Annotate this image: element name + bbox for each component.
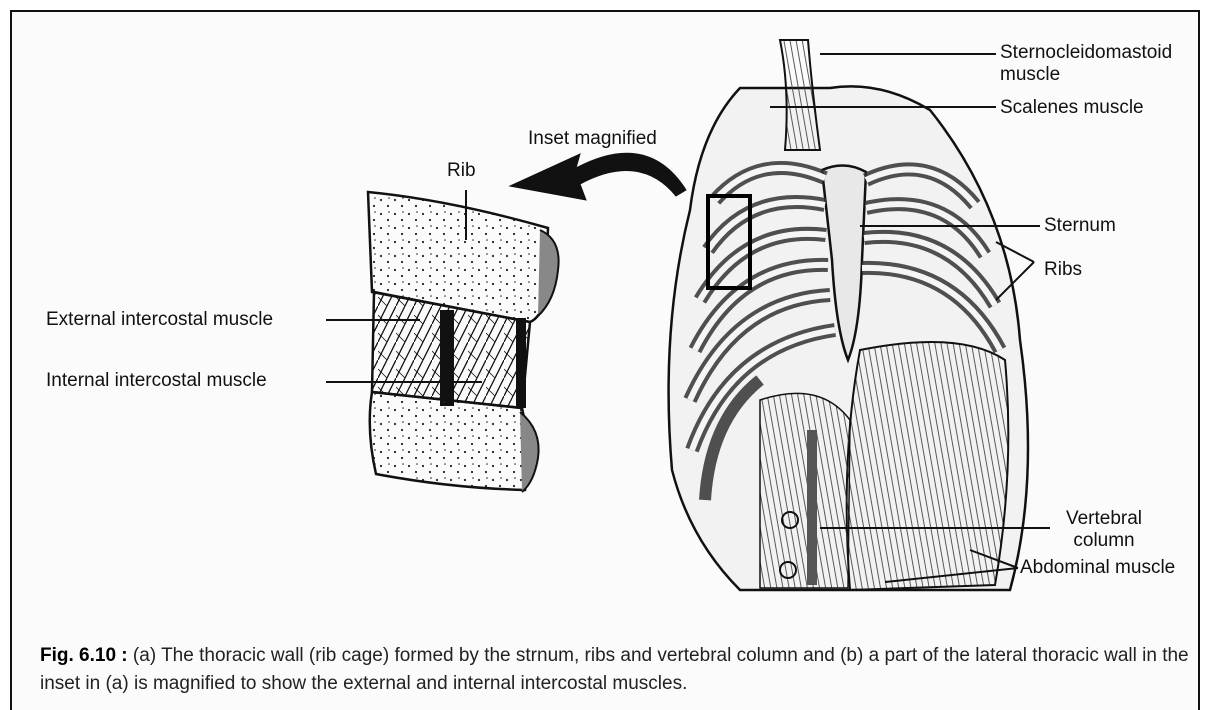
- label-scalenes: Scalenes muscle: [1000, 97, 1144, 119]
- inset-arrow: [510, 153, 686, 200]
- label-rib: Rib: [447, 160, 476, 182]
- rib-cage-drawing: [669, 40, 1028, 590]
- figure-caption: Fig. 6.10 : (a) The thoracic wall (rib c…: [40, 642, 1190, 698]
- label-vertebral-column: Vertebral column: [1054, 508, 1154, 552]
- caption-number: Fig. 6.10 :: [40, 645, 128, 666]
- label-internal-intercostal: Internal intercostal muscle: [46, 370, 267, 392]
- label-ribs: Ribs: [1044, 259, 1082, 281]
- label-external-intercostal: External intercostal muscle: [46, 309, 273, 331]
- label-abdominal-muscle: Abdominal muscle: [1020, 557, 1175, 579]
- label-sternum: Sternum: [1044, 215, 1116, 237]
- label-inset-magnified: Inset magnified: [528, 128, 657, 150]
- label-sternocleidomastoid: Sternocleidomastoid muscle: [1000, 42, 1190, 86]
- caption-text: (a) The thoracic wall (rib cage) formed …: [40, 645, 1189, 694]
- inset-rib-segment: [368, 192, 559, 492]
